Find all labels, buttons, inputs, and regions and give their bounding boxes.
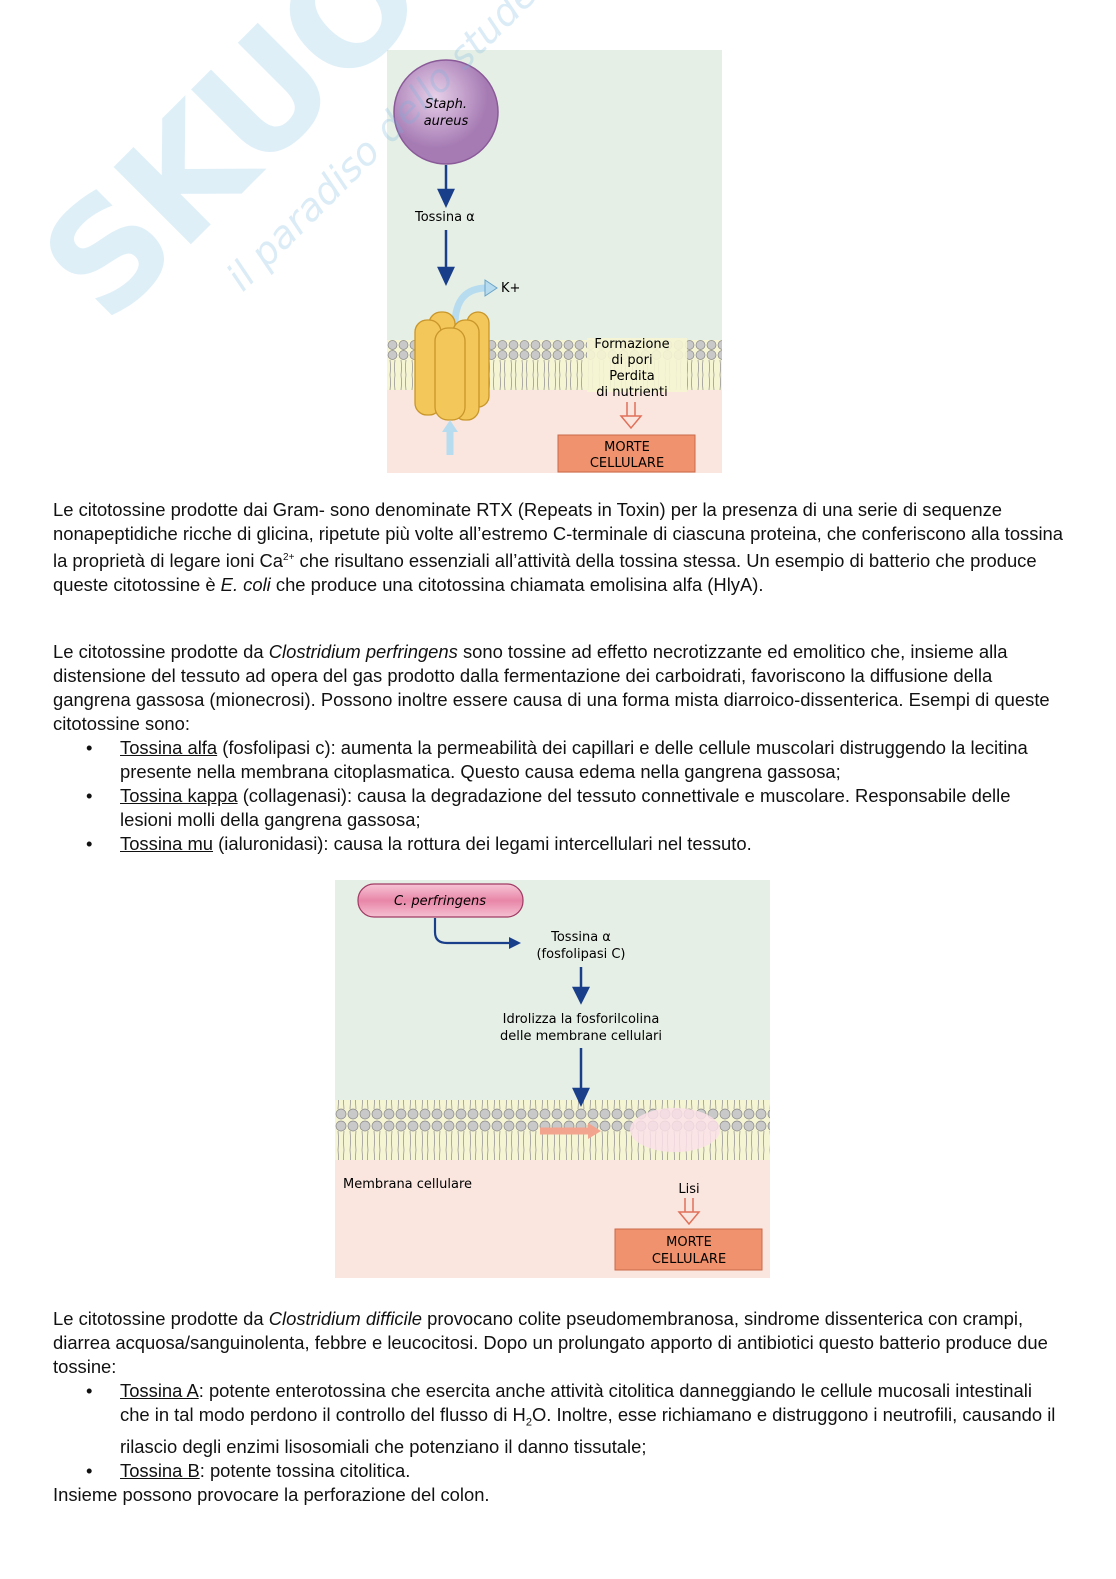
effect-label: di pori — [611, 353, 652, 368]
result-box — [614, 1228, 763, 1271]
text: Le citotossine prodotte da — [53, 641, 269, 662]
action-label: Idrolizza la fosforilcolina — [503, 1012, 660, 1027]
term: Tossina alfa — [120, 737, 218, 758]
figure-staph-aureus-toxin: Staph. aureus Tossina α K+ Formazione di… — [387, 50, 722, 473]
toxin-label: Tossina α — [550, 930, 611, 945]
text: (ialuronidasi): causa la rottura dei leg… — [213, 833, 752, 854]
toxin-label: (fosfolipasi C) — [536, 947, 625, 962]
term: Tossina B — [120, 1459, 200, 1481]
text: : potente tossina citolitica. — [199, 1459, 411, 1481]
text: Le citotossine prodotte da — [53, 1308, 269, 1329]
bacterium-label: Staph. — [425, 97, 467, 112]
term: Tossina mu — [120, 833, 214, 854]
text: : potente enterotossina che esercita anc… — [120, 1380, 1032, 1425]
bacterium-label: aureus — [424, 114, 469, 129]
species-name: Clostridium perfringens — [268, 641, 458, 662]
text: sono tossine ad effetto necrotizzante ed… — [53, 641, 1050, 734]
action-label: delle membrane cellulari — [500, 1029, 662, 1044]
species-name: E. coli — [220, 574, 271, 596]
paragraph-difficile: Le citotossine prodotte da Clostridium d… — [53, 1307, 1063, 1507]
effect-label: Perdita — [609, 369, 654, 384]
text: Le citotossine prodotte dai Gram- sono d… — [53, 499, 1063, 572]
subscript: 2 — [525, 1416, 532, 1429]
text: provocano colite pseudomembranosa, sindr… — [53, 1308, 1048, 1377]
effect-label: Formazione — [594, 337, 669, 352]
result-label: MORTE — [666, 1235, 712, 1250]
effect-label: di nutrienti — [596, 385, 667, 400]
membrane-label: Membrana cellulare — [343, 1177, 472, 1192]
staph-aureus-cell: Staph. aureus — [393, 59, 499, 165]
term: Tossina kappa — [120, 785, 238, 806]
list-item: Tossina kappa (collagenasi): causa la de… — [53, 784, 1063, 832]
lysis-label: Lisi — [678, 1182, 699, 1197]
term: Tossina A — [120, 1380, 199, 1401]
ion-label: K+ — [501, 281, 520, 296]
result-label: MORTE — [604, 440, 650, 455]
pore-protein-icon — [414, 311, 490, 421]
text: che risultano essenziali all’attività de… — [53, 550, 1037, 596]
result-label: CELLULARE — [652, 1252, 726, 1267]
superscript: 2+ — [283, 552, 295, 563]
text: che produce una citotossina chiamata emo… — [270, 574, 764, 596]
toxin-list: Tossina alfa (fosfolipasi c): aumenta la… — [53, 736, 1063, 856]
paragraph-perfringens: Le citotossine prodotte da Clostridium p… — [53, 640, 1063, 856]
species-name: Clostridium difficile — [268, 1308, 423, 1329]
paragraph-rtx: Le citotossine prodotte dai Gram- sono d… — [53, 498, 1063, 597]
result-box — [557, 434, 696, 473]
result-label: CELLULARE — [590, 456, 664, 471]
toxin-label: Tossina α — [414, 210, 475, 225]
list-item: Tossina A: potente enterotossina che ese… — [53, 1379, 1063, 1459]
list-item: Tossina B: potente tossina citolitica. — [53, 1459, 1063, 1483]
text: (fosfolipasi c): aumenta la permeabilità… — [120, 737, 1028, 782]
ion-flow-arrow-icon — [451, 284, 488, 326]
arrow-right-icon — [588, 1123, 601, 1139]
toxin-list: Tossina A: potente enterotossina che ese… — [53, 1379, 1063, 1483]
text: O. Inoltre, esse richiamano e distruggon… — [120, 1404, 1056, 1457]
figure-perfringens-toxin: C. perfringens Tossina α (fosfolipasi C)… — [335, 880, 770, 1278]
bacterium-label: C. perfringens — [394, 894, 486, 909]
closing-sentence: Insieme possono provocare la perforazion… — [53, 1483, 490, 1505]
arrow-right-icon — [509, 937, 521, 949]
text: (collagenasi): causa la degradazione del… — [120, 785, 1011, 830]
bacterium-pill — [357, 883, 524, 918]
list-item: Tossina alfa (fosfolipasi c): aumenta la… — [53, 736, 1063, 784]
arrow-down-icon — [437, 165, 455, 286]
list-item: Tossina mu (ialuronidasi): causa la rott… — [53, 832, 1063, 856]
arrow-down-icon — [571, 967, 591, 1107]
